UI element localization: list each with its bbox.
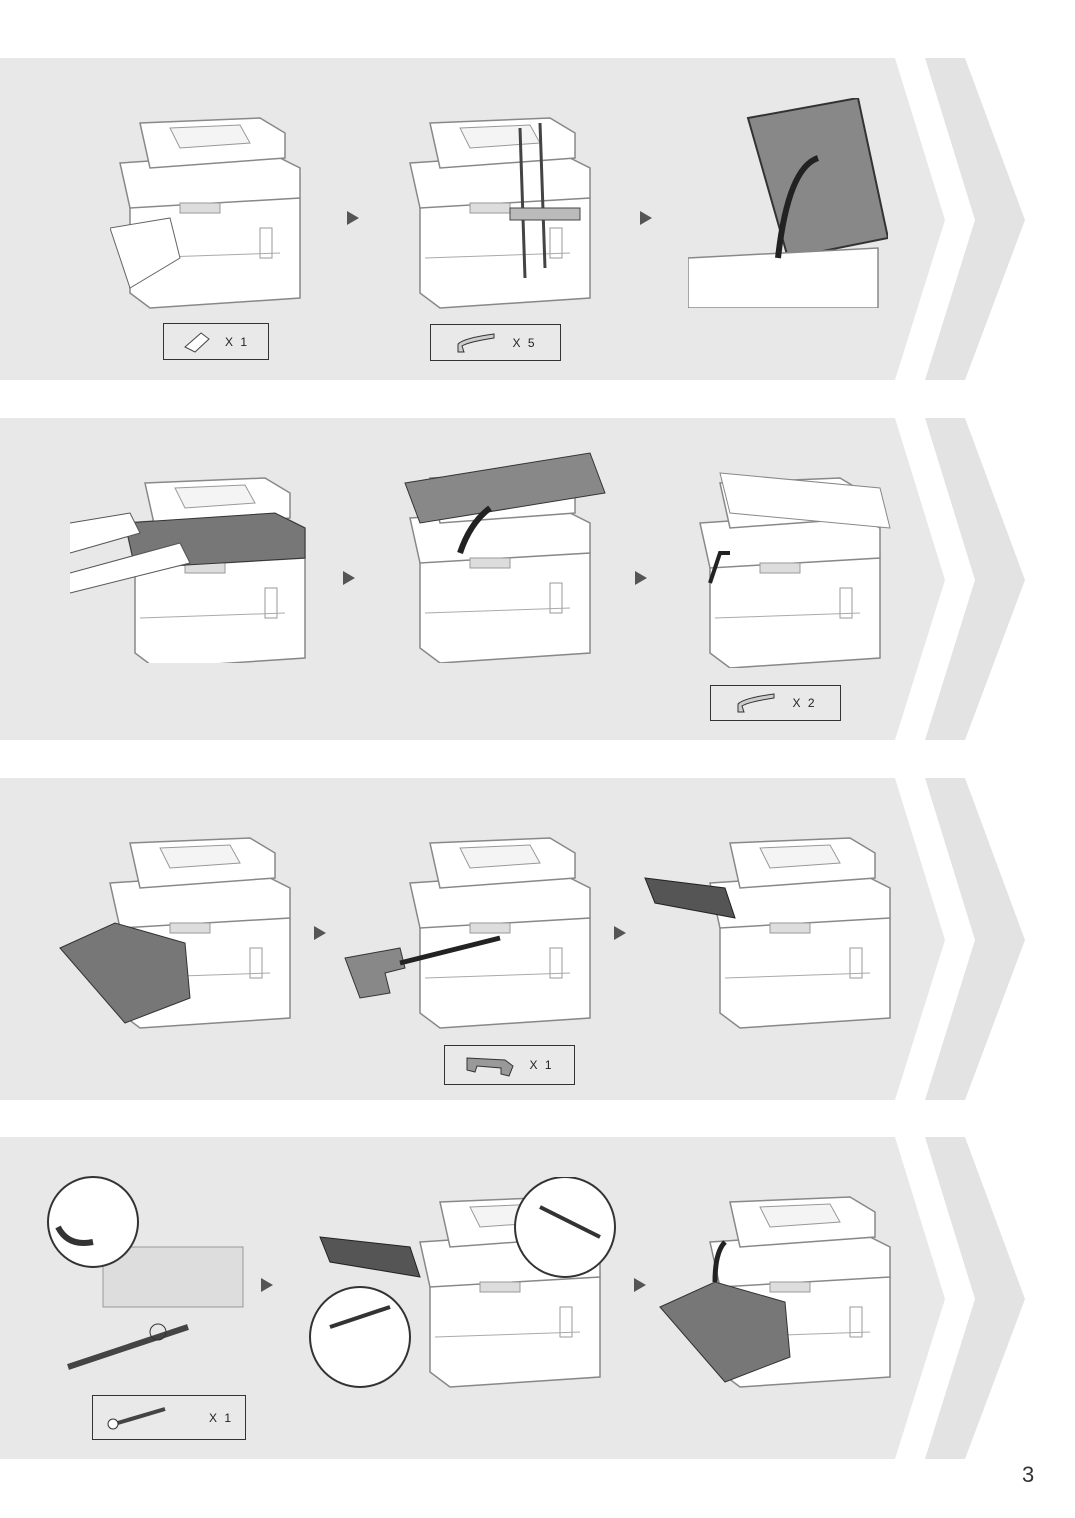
next-step-arrow — [343, 571, 355, 585]
item-quantity: X 1 — [529, 1058, 554, 1072]
next-step-arrow — [347, 211, 359, 225]
printer-remove-paper-illustration — [110, 117, 301, 309]
step-row-4: X 1 — [0, 1137, 1075, 1461]
item-count-box: X 1 — [92, 1395, 246, 1440]
step-row-1: X 1 X 5 — [0, 58, 1075, 382]
printer-open-scanner-illustration — [688, 98, 888, 308]
seal-tab-icon — [107, 1406, 166, 1429]
next-step-arrow — [635, 571, 647, 585]
next-step-arrow — [640, 211, 652, 225]
next-step-arrow — [314, 926, 326, 940]
printer-open-front-cover-illustration — [59, 837, 291, 1029]
item-count-box: X 1 — [163, 323, 269, 360]
item-quantity: X 2 — [792, 696, 817, 710]
step-row-3: X 1 — [0, 778, 1075, 1102]
step-row-2: X 2 — [0, 418, 1075, 742]
printer-lift-scanner-illustration — [404, 452, 606, 663]
item-count-box: X 2 — [710, 685, 841, 721]
next-step-arrow — [634, 1278, 646, 1292]
page-number: 3 — [1022, 1462, 1035, 1487]
next-step-arrow — [614, 926, 626, 940]
item-quantity: X 1 — [208, 1410, 233, 1425]
cartridge-pull-seal-illustration — [47, 1176, 244, 1370]
printer-hands-on-scanner-illustration — [70, 477, 306, 663]
tape-strip-icon — [457, 332, 495, 352]
item-count-box: X 1 — [444, 1045, 575, 1085]
next-step-arrow — [261, 1278, 273, 1292]
printer-remove-tape-illustration — [409, 117, 591, 309]
item-quantity: X 5 — [512, 335, 537, 350]
packing-material-icon — [466, 1057, 515, 1077]
item-quantity: X 1 — [224, 334, 249, 349]
printer-insert-cartridge-illustration — [309, 1177, 616, 1388]
printer-remove-cartridge-illustration — [644, 837, 891, 1029]
printer-remove-inner-tape-illustration — [699, 472, 891, 668]
paper-sheet-icon — [184, 331, 210, 353]
printer-close-front-cover-illustration — [659, 1196, 891, 1388]
printer-remove-packing-illustration — [344, 837, 591, 1029]
tape-strip-icon — [737, 693, 775, 713]
item-count-box: X 5 — [430, 324, 561, 361]
